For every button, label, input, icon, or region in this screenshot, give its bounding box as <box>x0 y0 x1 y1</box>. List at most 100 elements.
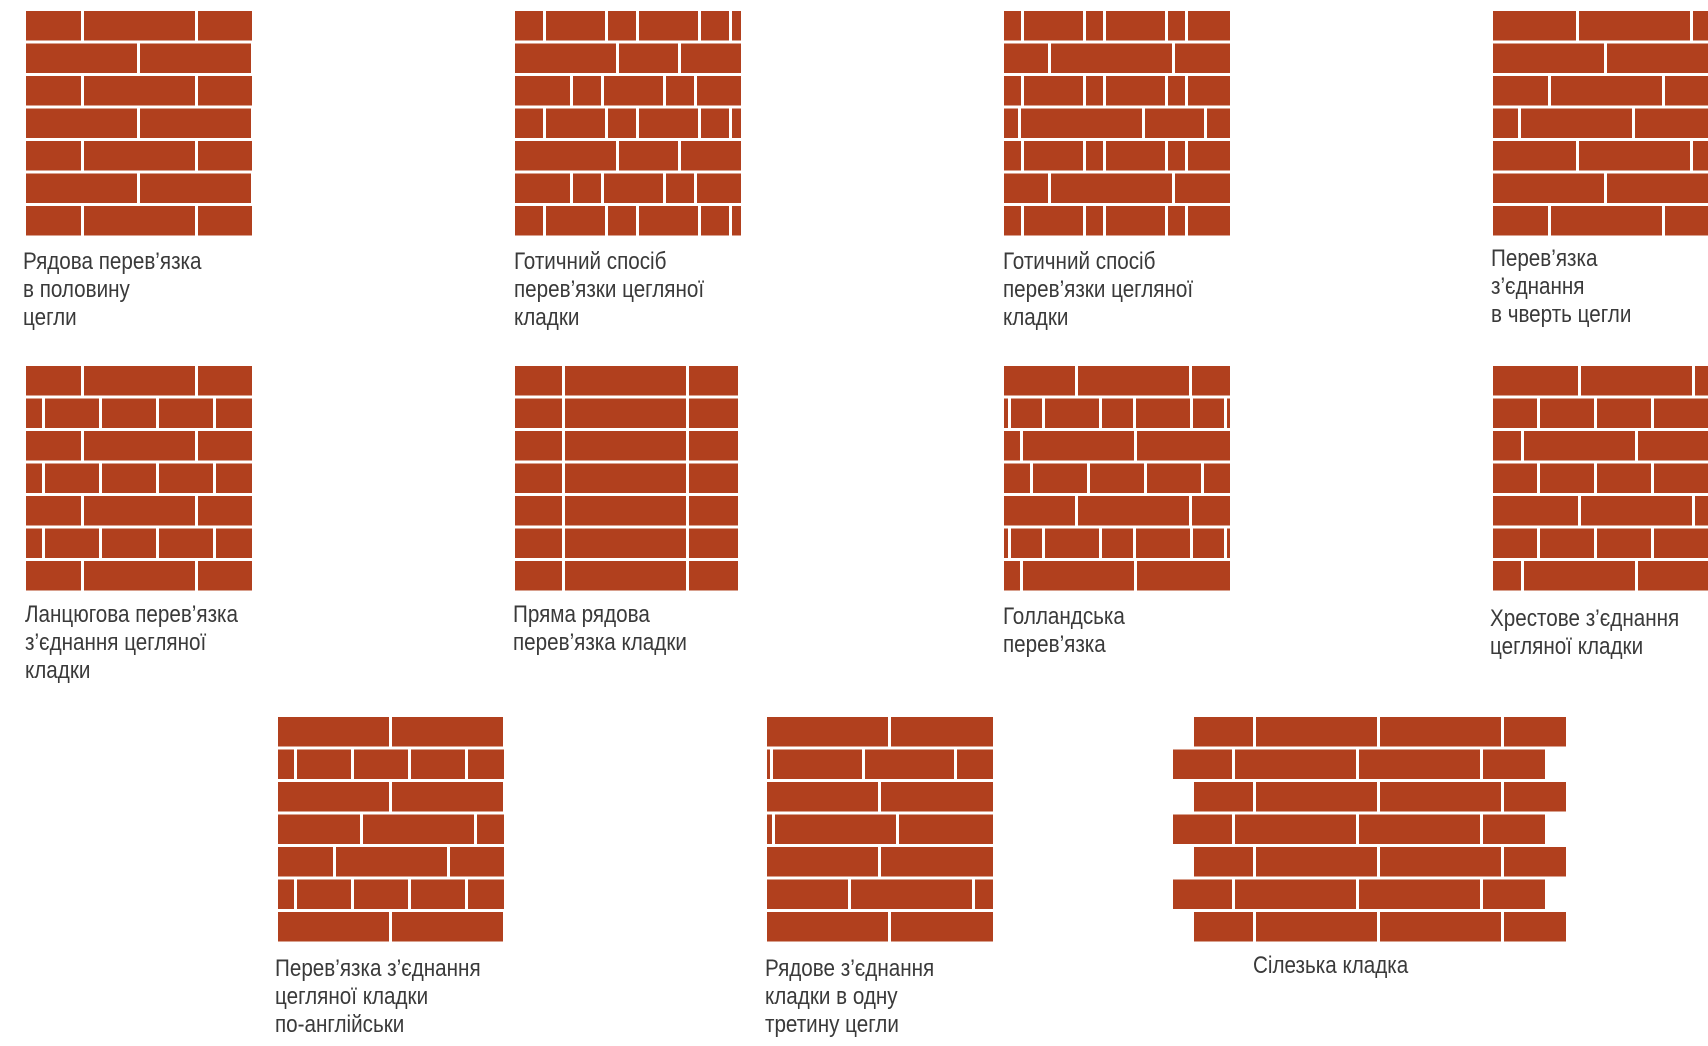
brick <box>26 11 81 41</box>
brick <box>392 717 503 747</box>
caption-silesian-bond: Сілезька кладка <box>1253 952 1408 980</box>
brick <box>26 109 137 139</box>
brick <box>1004 431 1020 461</box>
brick <box>515 109 543 139</box>
brick <box>477 815 504 845</box>
brick <box>1483 880 1545 910</box>
brick <box>1654 529 1708 559</box>
brick <box>198 141 252 171</box>
brick <box>140 174 251 204</box>
caption-running-half-bond: Рядова перев’язка в половину цегли <box>23 248 202 332</box>
brick <box>1581 366 1692 396</box>
brick <box>639 11 698 41</box>
brick <box>1194 717 1253 747</box>
brick <box>1004 366 1075 396</box>
caption-line: цегли <box>23 304 202 332</box>
brick <box>1207 109 1230 139</box>
brick <box>1693 11 1708 41</box>
brick <box>354 750 408 780</box>
brick <box>1665 206 1708 236</box>
brick <box>1045 399 1099 429</box>
caption-cross-bond: Хрестове з’єднання цегляної кладки <box>1490 605 1679 661</box>
caption-line: кладки <box>25 657 238 685</box>
brick <box>1086 76 1103 106</box>
straight-stack-bond-svg <box>515 366 741 592</box>
brick <box>515 366 562 396</box>
brick <box>1359 880 1480 910</box>
brick <box>411 750 465 780</box>
brick <box>1227 529 1230 559</box>
brick <box>159 464 213 494</box>
caption-line: перев’язки цегляної <box>514 276 704 304</box>
brick-pattern-running-half-bond <box>26 11 252 237</box>
brick <box>1693 141 1708 171</box>
brick <box>102 399 156 429</box>
brick <box>84 206 195 236</box>
brick <box>1493 464 1537 494</box>
brick <box>1493 109 1518 139</box>
brick <box>1033 464 1087 494</box>
brick <box>159 529 213 559</box>
brick <box>767 880 848 910</box>
cross-bond-svg <box>1493 366 1708 592</box>
brick <box>468 750 504 780</box>
brick <box>354 880 408 910</box>
brick <box>775 815 896 845</box>
caption-dutch-bond: Голландська перев’язка <box>1003 603 1125 659</box>
brick <box>26 141 81 171</box>
caption-line: Рядове з’єднання <box>765 955 934 983</box>
brick <box>45 529 99 559</box>
brick <box>767 912 888 942</box>
brick <box>1078 496 1189 526</box>
brick <box>732 206 741 236</box>
brick <box>1597 399 1651 429</box>
brick <box>1493 44 1604 74</box>
brick <box>891 912 993 942</box>
caption-line: по-англійськи <box>275 1011 481 1039</box>
brick <box>515 174 570 204</box>
brick <box>84 11 195 41</box>
brick <box>1493 399 1537 429</box>
caption-line: Рядова перев’язка <box>23 248 202 276</box>
brick <box>1194 912 1253 942</box>
brick <box>1493 529 1537 559</box>
brick <box>1173 880 1232 910</box>
brick <box>1504 782 1566 812</box>
brick <box>84 141 195 171</box>
caption-line: Хрестове з’єднання <box>1490 605 1679 633</box>
brick <box>26 561 81 591</box>
brick <box>608 206 636 236</box>
brick <box>198 496 252 526</box>
brick <box>546 206 605 236</box>
brick <box>84 561 195 591</box>
brick <box>1493 141 1576 171</box>
brick <box>1638 431 1708 461</box>
brick-pattern-straight-stack-bond <box>515 366 741 592</box>
brick <box>1194 782 1253 812</box>
brick <box>1504 912 1566 942</box>
brick <box>26 366 81 396</box>
brick <box>278 912 389 942</box>
brick <box>278 750 294 780</box>
brick <box>1188 76 1230 106</box>
caption-line: Пряма рядова <box>513 601 687 629</box>
brick <box>336 847 447 877</box>
brick <box>1004 206 1021 236</box>
brick <box>1024 141 1083 171</box>
brick <box>619 141 678 171</box>
caption-gothic-bond-1: Готичний спосіб перев’язки цегляної клад… <box>514 248 704 332</box>
brick <box>26 464 42 494</box>
brick <box>565 399 686 429</box>
brick <box>1188 141 1230 171</box>
brick <box>1235 880 1356 910</box>
brick <box>681 141 741 171</box>
brick <box>1695 366 1708 396</box>
brick <box>1004 529 1008 559</box>
brick <box>26 174 137 204</box>
brick <box>1504 847 1566 877</box>
brick <box>565 529 686 559</box>
brick <box>515 496 562 526</box>
brick <box>216 529 252 559</box>
brick <box>1086 206 1103 236</box>
brick <box>681 44 741 74</box>
